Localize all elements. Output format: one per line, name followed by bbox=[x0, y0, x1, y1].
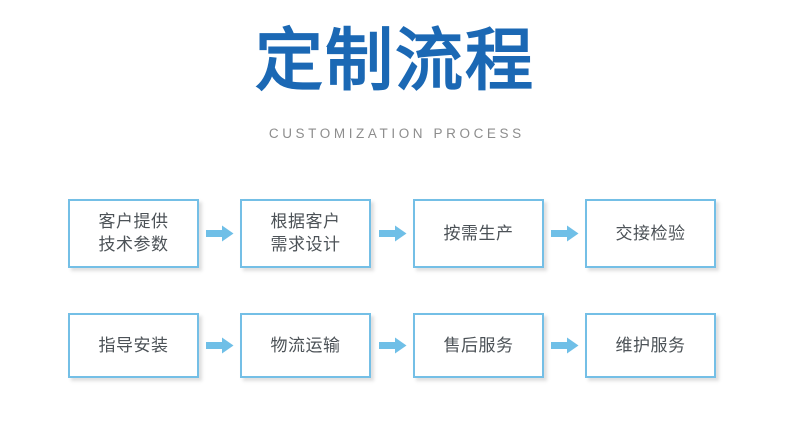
process-step-3-line-1: 按需生产 bbox=[443, 223, 514, 244]
process-step-1-line-1: 客户提供 bbox=[98, 211, 169, 232]
process-step-7-line-1: 售后服务 bbox=[443, 335, 514, 356]
process-step-4-line-1: 交接检验 bbox=[615, 223, 686, 244]
process-step-8: 维护服务 bbox=[585, 313, 716, 378]
process-step-2-line-2: 需求设计 bbox=[270, 234, 341, 255]
process-step-5: 指导安装 bbox=[68, 313, 199, 378]
arrow-right-icon bbox=[206, 337, 234, 354]
arrow-right-icon bbox=[551, 337, 579, 354]
process-step-1: 客户提供 技术参数 bbox=[68, 199, 199, 268]
process-step-2: 根据客户 需求设计 bbox=[240, 199, 371, 268]
process-step-3: 按需生产 bbox=[413, 199, 544, 268]
process-row-1: 客户提供 技术参数 根据客户 需求设计 按需生产 交接检验 bbox=[0, 199, 790, 275]
process-step-6-line-1: 物流运输 bbox=[270, 335, 341, 356]
process-step-2-line-1: 根据客户 bbox=[270, 211, 341, 232]
process-step-8-line-1: 维护服务 bbox=[615, 335, 686, 356]
arrow-right-icon bbox=[551, 225, 579, 242]
process-step-6: 物流运输 bbox=[240, 313, 371, 378]
arrow-right-icon bbox=[379, 225, 407, 242]
process-step-1-line-2: 技术参数 bbox=[98, 234, 169, 255]
process-step-7: 售后服务 bbox=[413, 313, 544, 378]
arrow-right-icon bbox=[379, 337, 407, 354]
page-title: 定制流程 bbox=[254, 22, 535, 101]
process-step-4: 交接检验 bbox=[585, 199, 716, 268]
process-row-2: 指导安装 物流运输 售后服务 维护服务 bbox=[0, 313, 790, 389]
page-subtitle: CUSTOMIZATION PROCESS bbox=[268, 126, 525, 141]
arrow-right-icon bbox=[206, 225, 234, 242]
process-step-5-line-1: 指导安装 bbox=[98, 335, 169, 356]
